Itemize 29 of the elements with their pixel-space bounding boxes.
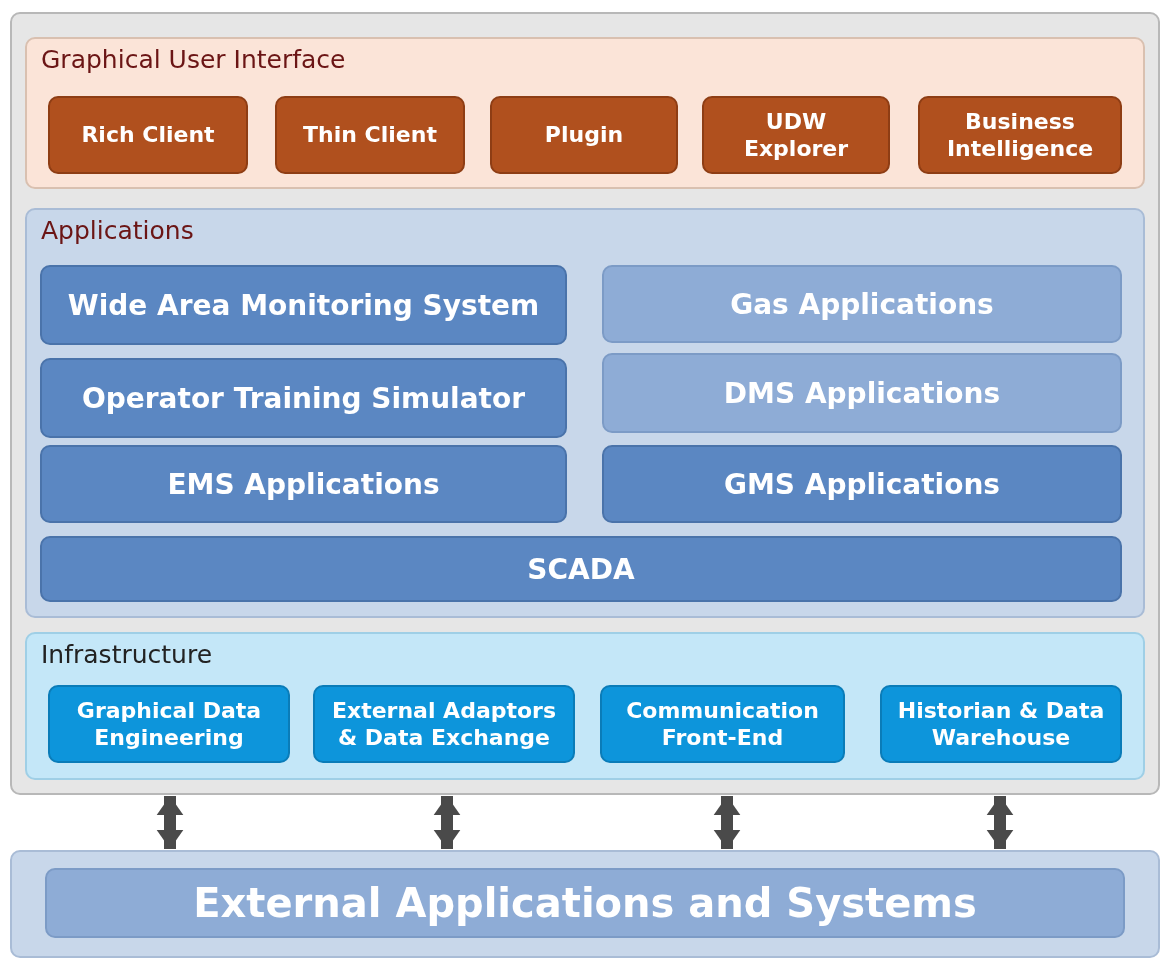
infrastructure-box: Communication Front-End <box>600 685 845 763</box>
component-box: Plugin <box>490 96 678 174</box>
layer-panel <box>25 632 1145 780</box>
component-box: Rich Client <box>48 96 248 174</box>
component-box: Business Intelligence <box>918 96 1122 174</box>
layer-heading: Applications <box>41 216 194 245</box>
layer-heading: Graphical User Interface <box>41 45 346 74</box>
bottom-band <box>10 850 1160 958</box>
double-arrow <box>433 796 461 849</box>
application-box: GMS Applications <box>602 445 1122 523</box>
external-systems-box: External Applications and Systems <box>45 868 1125 938</box>
infrastructure-box: Historian & Data Warehouse <box>880 685 1122 763</box>
component-box: Thin Client <box>275 96 465 174</box>
double-arrow <box>156 796 184 849</box>
layer-panel <box>25 208 1145 618</box>
layer-panel <box>25 37 1145 189</box>
application-box: DMS Applications <box>602 353 1122 433</box>
application-box: EMS Applications <box>40 445 567 523</box>
layer-heading: Infrastructure <box>41 640 213 669</box>
application-box: Gas Applications <box>602 265 1122 343</box>
container-panel <box>10 12 1160 795</box>
component-box: UDW Explorer <box>702 96 890 174</box>
application-box: Wide Area Monitoring System <box>40 265 567 345</box>
infrastructure-box: External Adaptors & Data Exchange <box>313 685 575 763</box>
double-arrow <box>713 796 741 849</box>
infrastructure-box: Graphical Data Engineering <box>48 685 290 763</box>
double-arrow <box>986 796 1014 849</box>
application-box: SCADA <box>40 536 1122 602</box>
application-box: Operator Training Simulator <box>40 358 567 438</box>
